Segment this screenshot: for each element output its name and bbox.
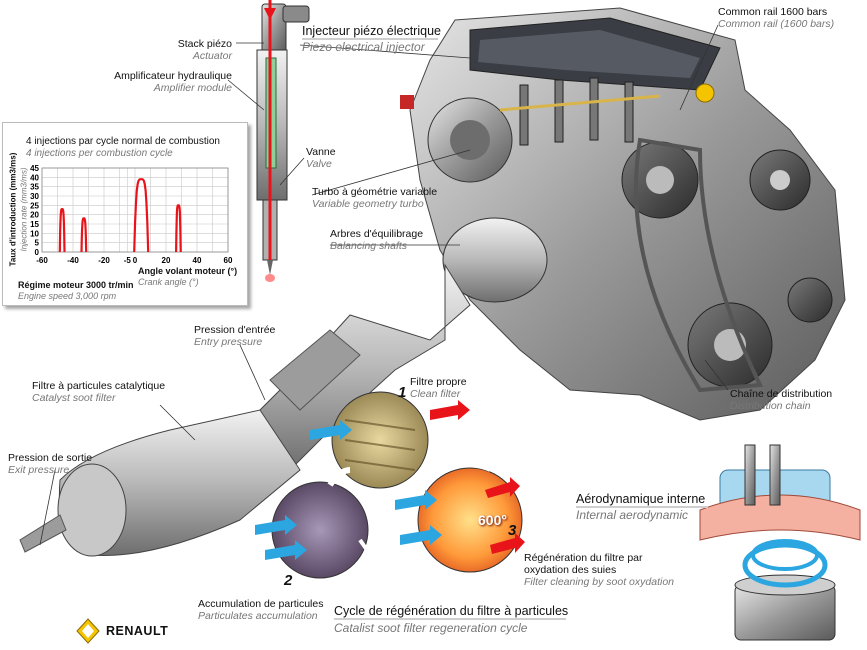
injection-pulse	[58, 208, 66, 253]
chart-footer: Régime moteur 3000 tr/min	[18, 280, 134, 290]
injection-pulse	[175, 204, 182, 253]
balancing-shafts-label-en: Balancing shafts	[330, 240, 408, 252]
catalyst-filter-label: Filtre à particules catalytique	[32, 380, 166, 392]
valve-label-en: Valve	[306, 158, 332, 170]
chart-ytick-label: 10	[30, 229, 39, 238]
chart-ytick-label: 45	[30, 164, 39, 173]
chart-xtick-label: 60	[224, 256, 233, 265]
chart-xtick-label: 20	[162, 256, 171, 265]
turbo-label: Turbo à géométrie variable	[312, 186, 438, 198]
amplifier-label: Amplificateur hydraulique	[114, 70, 232, 82]
injector-title-en: Piezo electrical injector	[302, 40, 425, 54]
temperature-label: 600°	[478, 512, 507, 528]
valve-label: Vanne	[306, 146, 336, 158]
chart-xtick-label: -60	[36, 256, 48, 265]
entry-pressure-label-en: Entry pressure	[194, 336, 263, 348]
chart-xtick-label: -5	[124, 256, 132, 265]
aerodynamic-title-en: Internal aerodynamic	[576, 508, 689, 522]
injection-chart-panel	[2, 122, 248, 306]
aerodynamic-title: Aérodynamique interne	[576, 492, 708, 508]
chart-xtick-label: 0	[133, 256, 138, 265]
regeneration-label-en: Filter cleaning by soot oxydation	[524, 576, 674, 588]
step-number-1: 1	[398, 384, 407, 401]
turbo-label-en: Variable geometry turbo	[312, 198, 424, 210]
balancing-shafts-label: Arbres d'équilibrage	[330, 228, 424, 240]
chart-title: 4 injections par cycle normal de combust…	[26, 136, 220, 147]
amplifier-label-en: Amplifier module	[153, 82, 232, 94]
regeneration-label-1: Régénération du filtre par	[524, 552, 643, 564]
chart-xtick-label: -20	[98, 256, 110, 265]
chart-footer-en: Engine speed 3,000 rpm	[18, 291, 117, 301]
exit-pressure-label: Pression de sortie	[8, 452, 93, 464]
clean-filter-label: Filtre propre	[410, 376, 467, 388]
chart-ytick-label: 25	[30, 201, 39, 210]
chart-ytick-label: 40	[30, 173, 39, 182]
exhaust-line	[19, 263, 471, 557]
catalyst-filter-label-en: Catalyst soot filter	[32, 392, 116, 404]
stack-label: Stack piézo	[177, 38, 232, 50]
chart-xlabel-en: Crank angle (°)	[138, 277, 199, 287]
regeneration-label-2: oxydation des suies	[524, 564, 617, 576]
chart-xtick-label: -40	[67, 256, 79, 265]
distribution-chain-label: Chaîne de distribution	[730, 388, 833, 400]
engine-block	[400, 7, 846, 421]
stack-label-en: Actuator	[192, 50, 232, 62]
injector-title: Injecteur piézo électrique	[302, 24, 441, 40]
brand-name: RENAULT	[106, 624, 169, 638]
step-number-2: 2	[284, 572, 293, 589]
chart-ytick-label: 0	[35, 248, 40, 257]
common-rail-label: Common rail 1600 bars	[718, 6, 828, 18]
piezo-injector	[256, 0, 310, 282]
clean-filter-label-en: Clean filter	[410, 388, 461, 400]
chart-ytick-label: 20	[30, 211, 39, 220]
injection-pulse	[133, 178, 150, 253]
cycle-title: Cycle de régénération du filtre à partic…	[334, 604, 569, 620]
accumulation-label-en: Particulates accumulation	[198, 610, 318, 622]
renault-logo-icon	[76, 618, 100, 644]
piston-illustration	[699, 444, 861, 641]
chart-xtick-label: 40	[193, 256, 202, 265]
chart-ytick-label: 15	[30, 220, 39, 229]
chart-ytick-label: 30	[30, 192, 39, 201]
chart-xlabel: Angle volant moteur (°)	[138, 266, 238, 276]
distribution-chain-label-en: Distribution chain	[730, 400, 811, 412]
exit-pressure-label-en: Exit pressure	[8, 464, 70, 476]
regeneration-cycle	[255, 391, 525, 587]
accumulation-label: Accumulation de particules	[198, 598, 324, 610]
common-rail-label-en: Common rail (1600 bars)	[718, 18, 835, 30]
chart-title-en: 4 injections per combustion cycle	[26, 148, 173, 159]
chart-ytick-label: 5	[35, 239, 40, 248]
cycle-title-en: Catalist soot filter regeneration cycle	[334, 621, 528, 635]
entry-pressure-label: Pression d'entrée	[194, 324, 276, 336]
step-number-3: 3	[508, 522, 517, 539]
injection-pulse	[80, 217, 88, 253]
chart-ytick-label: 35	[30, 183, 39, 192]
